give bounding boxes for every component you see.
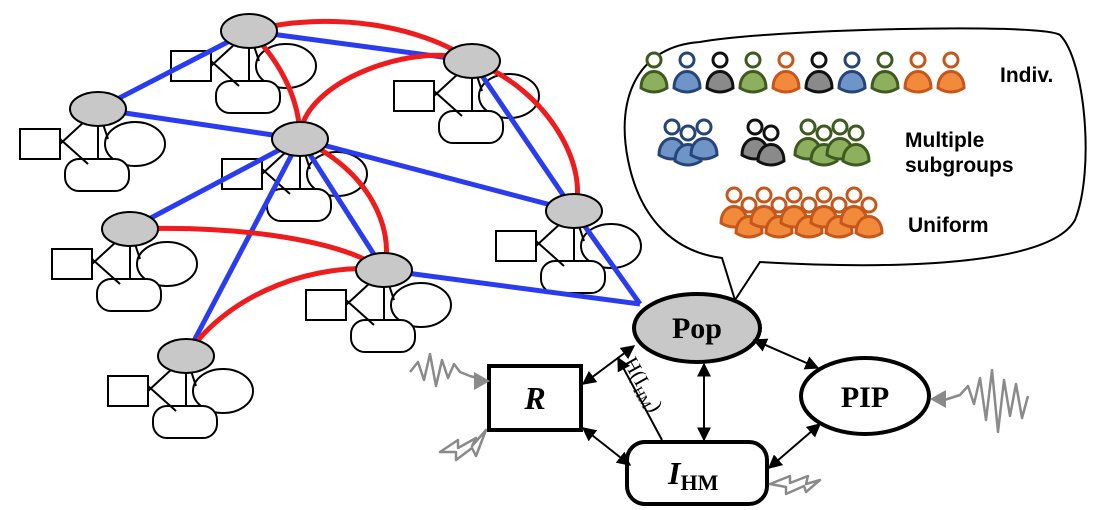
cluster-pill — [215, 80, 281, 114]
arrow-pop-pip — [752, 338, 820, 370]
person-uniform-2 — [749, 186, 779, 229]
cluster-lines — [261, 138, 311, 195]
red-link-0 — [248, 18, 474, 64]
hub-node-3 — [271, 121, 329, 157]
blue-link-1 — [96, 28, 251, 112]
pop-label: Pop — [672, 312, 722, 345]
cluster-ellipse — [390, 282, 452, 328]
cluster-2 — [19, 108, 166, 192]
network-hubs — [69, 13, 603, 374]
network-clusters — [19, 30, 642, 439]
cluster-lines — [535, 210, 585, 267]
cluster-lines — [345, 269, 395, 326]
cluster-3 — [221, 138, 368, 222]
hub-node-5 — [101, 211, 159, 247]
signal-wave-r — [409, 352, 485, 388]
person-indiv-5 — [804, 51, 834, 94]
ihm-node — [625, 440, 769, 506]
cluster-1 — [393, 60, 540, 144]
cluster-4 — [495, 210, 642, 294]
person-group-0-2 — [689, 118, 719, 161]
signal-arrowhead-r — [474, 372, 490, 390]
label-indiv: Indiv. — [1000, 64, 1053, 87]
cluster-lines — [91, 228, 141, 285]
cluster-box — [305, 289, 347, 321]
arrow-ihm-pop-h — [617, 356, 663, 441]
cluster-lines — [147, 355, 197, 412]
hub-node-4 — [545, 193, 603, 229]
cluster-7 — [107, 355, 254, 439]
cluster-ellipse — [136, 241, 198, 287]
arrow-r-ihm — [581, 427, 632, 466]
person-indiv-1 — [672, 51, 702, 94]
cluster-box — [51, 248, 93, 280]
cluster-ellipse — [104, 121, 166, 167]
pop-node — [632, 292, 762, 364]
signal-wave-pip — [937, 368, 1030, 434]
cluster-pill — [64, 158, 130, 192]
hub-node-0 — [220, 13, 278, 49]
arrow-pip-ihm — [767, 423, 822, 469]
arrow-r-pop — [581, 345, 636, 385]
hub-node-1 — [443, 43, 501, 79]
people-icons — [639, 51, 966, 239]
cluster-lines — [59, 108, 109, 165]
person-uniform-9 — [854, 196, 884, 239]
person-indiv-8 — [903, 51, 933, 94]
person-indiv-7 — [870, 51, 900, 94]
label-subgroups: subgroups — [905, 154, 1014, 177]
person-indiv-9 — [936, 51, 966, 94]
cluster-box — [495, 230, 537, 262]
blue-link-3 — [299, 136, 575, 214]
pip-node — [799, 356, 931, 436]
label-multiple: Multiple — [905, 129, 984, 152]
lightning-ihm — [768, 474, 822, 496]
signal-arrowhead-pip — [930, 390, 946, 408]
person-indiv-2 — [705, 51, 735, 94]
label-uniform: Uniform — [908, 214, 989, 237]
cluster-pill — [438, 110, 504, 144]
r-node — [487, 364, 583, 432]
blue-link-4 — [128, 136, 302, 232]
person-indiv-6 — [837, 51, 867, 94]
cluster-pill — [152, 405, 218, 439]
blue-link-5 — [297, 137, 387, 272]
r-label: R — [523, 380, 545, 416]
cluster-box — [393, 80, 435, 112]
cluster-6 — [305, 269, 452, 353]
person-group-0-1 — [673, 124, 703, 167]
blue-link-2 — [97, 106, 301, 142]
person-group-1-1 — [756, 124, 786, 167]
cluster-5 — [51, 228, 198, 312]
cluster-lines — [433, 60, 483, 117]
person-indiv-4 — [771, 51, 801, 94]
lightning-r — [438, 428, 488, 462]
hub-node-7 — [157, 338, 215, 374]
cluster-pill — [96, 278, 162, 312]
cluster-pill — [540, 260, 606, 294]
blue-link-8 — [383, 267, 641, 307]
person-indiv-0 — [639, 51, 669, 94]
cluster-ellipse — [192, 368, 254, 414]
blue-link-7 — [469, 59, 577, 213]
pip-label: PIP — [841, 381, 889, 414]
ihm-label: IHM — [667, 455, 719, 495]
h-ihm-label: H(IHM) — [615, 353, 668, 418]
hub-node-2 — [69, 91, 127, 127]
person-group-2-3 — [841, 124, 871, 167]
cluster-lines — [210, 30, 260, 87]
hub-node-6 — [355, 252, 413, 288]
cluster-pill — [350, 319, 416, 353]
cluster-box — [107, 375, 149, 407]
cluster-box — [19, 128, 61, 160]
blue-link-6 — [183, 137, 303, 358]
cluster-ellipse — [580, 223, 642, 269]
person-indiv-3 — [738, 51, 768, 94]
cluster-pill — [266, 188, 332, 222]
